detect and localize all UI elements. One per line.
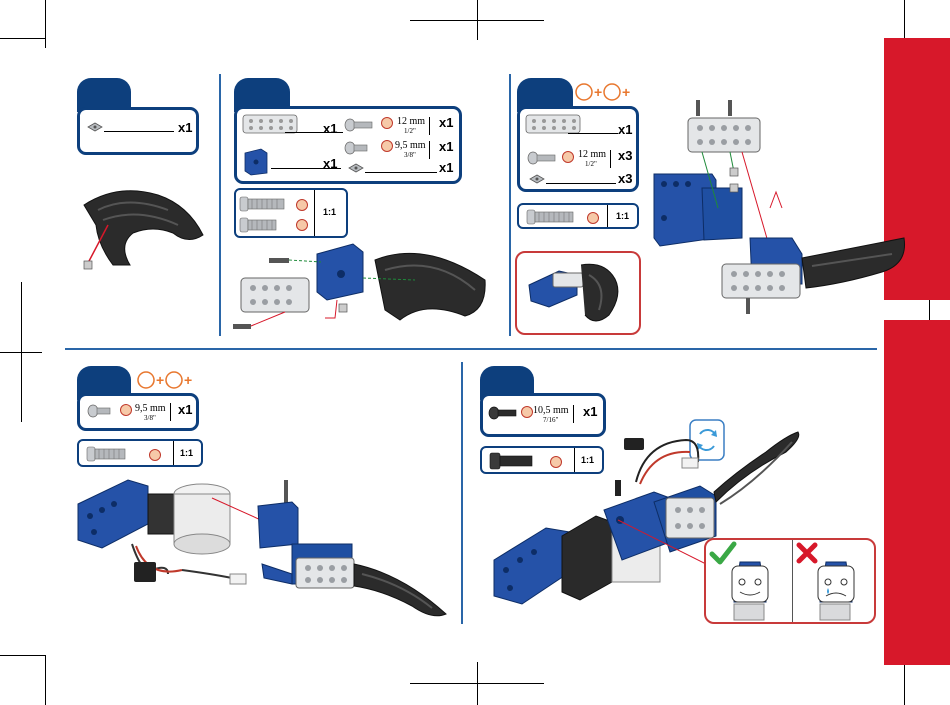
screw-length-inch: 1/2" <box>404 127 416 135</box>
screw-actual-size-icon <box>240 217 278 233</box>
screw-icon <box>345 141 369 155</box>
claw-assembly-illustration <box>78 185 218 275</box>
screw-length: 9,5 mm <box>395 140 426 151</box>
scale-reference-box: 1:1 <box>234 188 348 238</box>
scale-ratio: 1:1 <box>323 207 336 217</box>
registration-mark <box>477 0 478 40</box>
part-number-badge <box>562 151 574 163</box>
screw-icon <box>528 151 556 165</box>
parts-list-box: x1 <box>77 107 199 155</box>
part-quantity: x1 <box>439 160 453 175</box>
scale-reference-box: 1:1 <box>517 203 639 229</box>
crop-mark <box>0 38 46 39</box>
scale-ratio: 1:1 <box>180 448 193 458</box>
scale-ratio: 1:1 <box>616 211 629 221</box>
crop-mark <box>45 0 46 48</box>
parts-list-box: x1 x1 12 mm 1/2" x1 9,5 mm 3/8" x1 x1 <box>234 106 462 184</box>
gripper-assembly-illustration <box>642 88 912 328</box>
cross-mark-icon <box>796 542 818 564</box>
screw-length: 10,5 mm <box>533 405 569 416</box>
vertical-divider <box>509 74 511 336</box>
part-quantity: x3 <box>618 171 632 186</box>
svg-text:+: + <box>184 372 192 388</box>
svg-text:+: + <box>622 84 630 100</box>
perforated-plate-icon <box>526 113 582 135</box>
blue-bracket-icon <box>245 149 269 175</box>
screw-length-inch: 1/2" <box>585 160 597 168</box>
correct-incorrect-inset <box>704 538 876 624</box>
parts-list-box: 9,5 mm 3/8" x1 <box>77 393 199 431</box>
screw-length: 12 mm <box>578 149 606 160</box>
black-screw-icon <box>489 406 517 420</box>
part-quantity: x1 <box>439 115 453 130</box>
screw-icon <box>345 118 373 132</box>
screw-length-inch: 7/16" <box>543 416 558 424</box>
part-quantity: x1 <box>323 121 337 136</box>
svg-text:+: + <box>156 372 164 388</box>
check-mark-icon <box>710 542 736 564</box>
part-number-badge <box>587 212 599 224</box>
servo-orientation-icon: + + <box>136 370 196 390</box>
part-number-badge <box>296 219 308 231</box>
part-quantity: x1 <box>618 122 632 137</box>
screw-length-inch: 3/8" <box>144 414 156 422</box>
side-tab-bottom <box>884 320 950 665</box>
registration-mark <box>477 662 478 705</box>
servo-orientation-icon: + + <box>574 82 634 102</box>
servo-mount-illustration <box>72 474 452 624</box>
part-number-badge <box>296 199 308 211</box>
bracket-assembly-illustration <box>225 240 495 340</box>
screw-icon <box>88 404 112 418</box>
part-quantity: x1 <box>178 120 192 135</box>
parts-list-box: 10,5 mm 7/16" x1 <box>480 393 606 437</box>
vertical-divider <box>219 74 221 336</box>
part-quantity: x1 <box>323 156 337 171</box>
detail-inset <box>515 251 641 335</box>
part-quantity: x1 <box>439 139 453 154</box>
vertical-divider <box>461 362 463 624</box>
part-number-badge <box>521 406 533 418</box>
part-quantity: x1 <box>583 404 597 419</box>
screw-actual-size-icon <box>527 209 575 225</box>
part-number-badge <box>120 404 132 416</box>
part-number-badge <box>149 449 161 461</box>
screw-actual-size-icon <box>87 446 127 462</box>
claw-detail-illustration <box>519 255 639 333</box>
part-number-badge <box>381 117 393 129</box>
parts-list-box: x1 12 mm 1/2" x3 x3 <box>517 106 639 192</box>
screw-length-inch: 3/8" <box>404 151 416 159</box>
part-quantity: x1 <box>178 402 192 417</box>
square-nut-icon <box>349 164 363 174</box>
crop-mark <box>45 655 46 705</box>
screw-actual-size-icon <box>240 196 286 212</box>
part-quantity: x3 <box>618 148 632 163</box>
screw-length: 12 mm <box>397 116 425 127</box>
horizontal-divider <box>65 348 877 350</box>
part-number-badge <box>381 140 393 152</box>
scale-reference-box: 1:1 <box>77 439 203 467</box>
square-nut-icon <box>530 175 544 185</box>
screw-length: 9,5 mm <box>135 403 166 414</box>
registration-mark <box>21 282 22 422</box>
crop-mark <box>0 655 46 656</box>
square-nut-icon <box>88 123 102 133</box>
svg-text:+: + <box>594 84 602 100</box>
